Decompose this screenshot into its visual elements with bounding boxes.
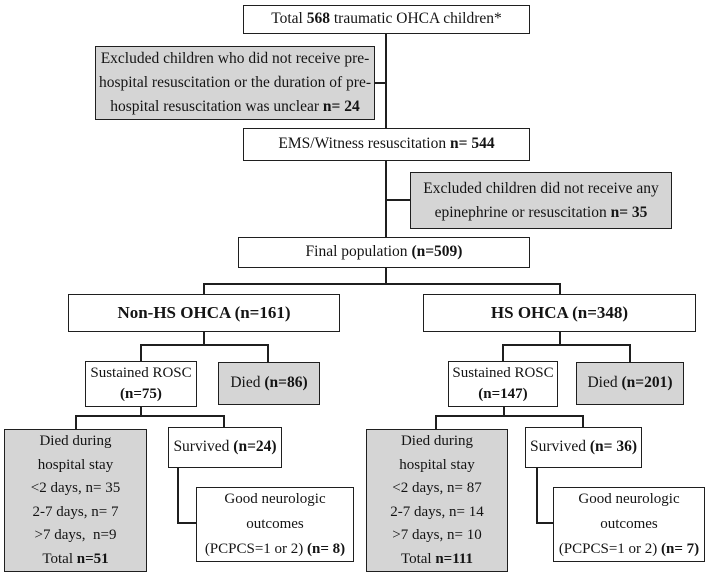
died-stay-hs-line5: >7 days, n= 10 (392, 527, 482, 543)
connector-to-died-nonhs (267, 344, 269, 363)
good-neuro-non-hs-box: Good neurologic outcomes (PCPCS=1 or 2) … (196, 487, 354, 562)
branch-hs-horizontal (502, 344, 631, 346)
survived-non-hs-box: Survived (n=24) (168, 427, 282, 468)
excluded-prehospital-box: Excluded children who did not receive pr… (95, 46, 375, 120)
sustained-rosc-non-hs-box: Sustained ROSC (n=75) (85, 361, 197, 407)
died-stay-hs-line4: 2-7 days, n= 14 (390, 503, 484, 520)
connector-ems-to-final (385, 161, 387, 238)
died-stay-non-hs-line1: Died during (39, 433, 112, 449)
connector-to-died-hs (629, 344, 631, 363)
hs-ohca-box: HS OHCA (n=348) (423, 294, 696, 332)
good-neuro-hs-line2: outcomes (600, 516, 658, 532)
excluded-prehospital-line2: hospital resuscitation or the duration o… (98, 74, 372, 91)
sustained-rosc-hs-box: Sustained ROSC (n=147) (448, 361, 558, 407)
non-hs-ohca-box: Non-HS OHCA (n=161) (68, 294, 340, 332)
died-stay-non-hs-line5: >7 days, n=9 (34, 527, 117, 543)
connector-to-survived-hs (582, 415, 584, 428)
branch-rosc-hs-horizontal (435, 415, 584, 417)
connector-rosc-hs-down (503, 407, 505, 417)
good-neuro-hs-box: Good neurologic outcomes (PCPCS=1 or 2) … (553, 487, 705, 562)
connector-final-to-branch (385, 268, 387, 284)
died-stay-hs-line3: <2 days, n= 87 (392, 480, 482, 496)
died-hs-box: Died (n=201) (576, 362, 684, 405)
elbow-survived-hs-vertical (536, 468, 538, 524)
died-stay-non-hs-line2: hospital stay (37, 456, 114, 473)
connector-rosc-nonhs-down (140, 407, 142, 417)
ems-witness-text: EMS/Witness resuscitation n= 544 (278, 135, 495, 153)
good-neuro-non-hs-line3: (PCPCS=1 or 2) (n= 8) (204, 541, 346, 557)
connector-hs-down (559, 332, 561, 346)
died-non-hs-text: Died (n=86) (230, 374, 308, 392)
excluded-prehospital-line1: Excluded children who did not receive pr… (100, 50, 370, 67)
connector-to-survived-nonhs (223, 415, 225, 428)
non-hs-ohca-text: Non-HS OHCA (n=161) (117, 302, 291, 322)
died-stay-hs-line1: Died during (400, 433, 474, 449)
final-population-text: Final population (n=509) (305, 243, 463, 261)
survived-non-hs-text: Survived (n=24) (173, 438, 277, 456)
ems-witness-box: EMS/Witness resuscitation n= 544 (243, 128, 530, 161)
branch-top-horizontal (203, 283, 561, 285)
excluded-prehospital-line3: hospital resuscitation was unclear n= 24 (110, 98, 360, 115)
good-neuro-hs-line3: (PCPCS=1 or 2) (n= 7) (558, 541, 700, 557)
connector-excluded-prehospital (374, 82, 386, 84)
elbow-survived-hs-horizontal (536, 522, 554, 524)
total-population-box: Total 568 traumatic OHCA children* (243, 5, 530, 34)
died-stay-non-hs-line3: <2 days, n= 35 (30, 480, 121, 496)
elbow-survived-nonhs-horizontal (177, 522, 197, 524)
excluded-epinephrine-box: Excluded children did not receive any ep… (410, 172, 672, 229)
elbow-survived-nonhs-vertical (177, 468, 179, 524)
excluded-epinephrine-line2: epinephrine or resuscitation n= 35 (434, 203, 648, 221)
sustained-rosc-non-hs-label: Sustained ROSC (90, 365, 192, 381)
connector-branch-to-nonhs (203, 283, 205, 295)
died-non-hs-box: Died (n=86) (218, 362, 320, 405)
survived-hs-text: Survived (n= 36) (530, 438, 637, 456)
connector-to-diedstay-hs (435, 415, 437, 430)
died-stay-hs-line2: hospital stay (399, 456, 475, 473)
connector-to-rosc-nonhs (140, 344, 142, 362)
died-stay-non-hs-total: Total n=51 (42, 550, 109, 567)
connector-total-to-ems (385, 34, 387, 129)
died-hs-text: Died (n=201) (587, 374, 673, 392)
connector-branch-to-hs (559, 283, 561, 295)
good-neuro-non-hs-line2: outcomes (246, 516, 304, 532)
died-hospital-stay-non-hs-box: Died during hospital stay <2 days, n= 35… (4, 429, 147, 572)
connector-excluded-epinephrine (387, 199, 411, 201)
good-neuro-hs-line1: Good neurologic (578, 491, 680, 507)
hs-ohca-text: HS OHCA (n=348) (490, 302, 629, 322)
connector-to-rosc-hs (502, 344, 504, 362)
connector-to-diedstay-nonhs (75, 415, 77, 430)
total-population-text: Total 568 traumatic OHCA children* (271, 10, 502, 28)
good-neuro-non-hs-line1: Good neurologic (224, 491, 326, 507)
excluded-epinephrine-line1: Excluded children did not receive any (423, 179, 659, 197)
died-stay-hs-total: Total n=111 (400, 550, 474, 567)
branch-rosc-nonhs-horizontal (75, 415, 225, 417)
connector-nonhs-down (203, 332, 205, 346)
branch-nonhs-horizontal (140, 344, 269, 346)
died-stay-non-hs-line4: 2-7 days, n= 7 (32, 503, 119, 520)
sustained-rosc-hs-label: Sustained ROSC (452, 365, 554, 381)
survived-hs-box: Survived (n= 36) (525, 427, 642, 468)
final-population-box: Final population (n=509) (238, 237, 530, 268)
died-hospital-stay-hs-box: Died during hospital stay <2 days, n= 87… (366, 429, 508, 572)
sustained-rosc-non-hs-count: (n=75) (120, 386, 162, 402)
sustained-rosc-hs-count: (n=147) (478, 386, 528, 402)
